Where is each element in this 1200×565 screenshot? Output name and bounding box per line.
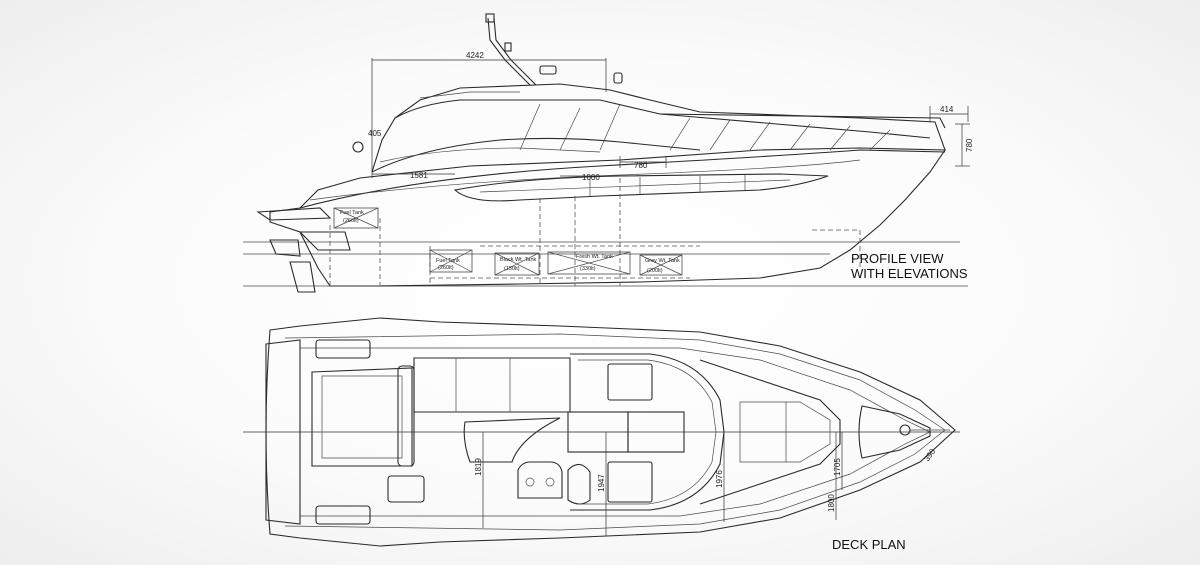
helm-seat-knob-2	[545, 477, 555, 487]
grey-water-tank-capacity: (200lt)	[647, 268, 663, 274]
hull-outline	[269, 147, 947, 287]
bulkhead-lines	[329, 178, 621, 286]
fresh-water-tank-capacity: (330lt)	[580, 266, 596, 272]
fresh-water-tank: Fresh Wt. Tank (330lt)	[547, 251, 631, 275]
aft-sunpad	[311, 367, 413, 467]
dimension-405: 405	[368, 129, 382, 138]
windshield-inner	[578, 359, 717, 505]
radar-arch-inner	[493, 17, 537, 86]
dimension-cabin: 405 1581 1000 780	[368, 129, 667, 182]
anchor-locker	[858, 405, 931, 459]
helm-chair	[567, 463, 591, 505]
fuel-tank-capacity: (260lt)	[438, 265, 454, 271]
black-water-tank-capacity: (150lt)	[504, 266, 520, 272]
aft-sunpad-cushion	[321, 375, 403, 459]
dimension-1705: 1705	[833, 458, 842, 476]
transom-block	[298, 231, 351, 251]
foredeck-cushion	[739, 401, 831, 463]
hull-window-line	[479, 179, 791, 193]
dimension-414: 414	[940, 105, 954, 114]
dimension-1581: 1581	[410, 171, 428, 180]
port-hatch	[607, 363, 653, 401]
companionway	[627, 411, 685, 453]
outboard-bracket	[269, 239, 301, 257]
aft-bench-back	[397, 365, 415, 467]
tank-bay-lines	[430, 245, 700, 279]
superstructure	[371, 83, 946, 173]
hardtop-edge	[394, 99, 931, 139]
hull-window-band	[453, 173, 829, 202]
deck-swim-platform	[265, 339, 301, 525]
fuel-tank-aft-capacity: (266lt)	[343, 218, 359, 224]
mast-light	[485, 13, 495, 23]
radar-arch	[487, 17, 531, 86]
dimension-bow-offset: 414	[929, 105, 969, 122]
cockpit-hatch	[387, 475, 425, 503]
cabin-sweep	[371, 137, 701, 173]
bow-locker-line	[812, 229, 861, 270]
starboard-hatch	[607, 461, 653, 503]
grey-water-tank: Grey Wt. Tank (200lt)	[639, 254, 683, 276]
windshield-frames	[419, 91, 621, 151]
cabin-sweep-inner	[379, 147, 601, 163]
radome	[539, 65, 557, 75]
stern-locker-port	[315, 339, 371, 359]
profile-view-title: PROFILE VIEW	[851, 251, 944, 266]
bow-rail	[659, 113, 946, 129]
black-water-tank: Black Wt. Tank (150lt)	[494, 252, 540, 276]
rub-rail	[309, 159, 861, 201]
bow-rail-stanchions	[669, 117, 891, 151]
arch-light	[504, 42, 512, 52]
helm-seat	[517, 461, 563, 499]
dimension-1800: 1800	[827, 494, 836, 512]
fresh-water-tank-name: Fresh Wt. Tank	[576, 254, 613, 260]
outboard-engine	[289, 261, 316, 293]
dimension-780: 780	[634, 161, 648, 170]
dimension-overall-top: 4242	[371, 51, 607, 178]
windlass-icon	[899, 424, 911, 436]
dimension-bow-height: 780	[955, 123, 974, 167]
black-water-tank-name: Black Wt. Tank	[500, 257, 537, 263]
fuel-tank-aft: Fuel Tank (266lt)	[333, 207, 379, 229]
foredeck-sunpad	[699, 359, 841, 505]
dimension-1947: 1947	[597, 474, 606, 492]
dimension-1000: 1000	[582, 173, 600, 182]
stern-locker-starboard	[315, 505, 371, 525]
sheer-line	[299, 149, 946, 209]
dimension-4242: 4242	[466, 51, 484, 60]
masthead-light	[613, 72, 623, 84]
hull-window-mullions	[589, 175, 746, 196]
helm-seat-knob-1	[525, 477, 535, 487]
grey-water-tank-name: Grey Wt. Tank	[645, 258, 680, 264]
fuel-tank-aft-name: Fuel Tank	[340, 210, 364, 216]
profile-view-subtitle: WITH ELEVATIONS	[851, 266, 968, 281]
antenna-mount	[352, 141, 364, 153]
dimension-1976: 1976	[715, 470, 724, 488]
deck-plan-title: DECK PLAN	[832, 537, 906, 552]
cockpit-table	[463, 417, 561, 463]
profile-view: Fuel Tank (266lt) Fuel Tank (260lt) Blac…	[243, 13, 974, 293]
deck-plan: 1819 1947 1976 1705 1800 390 DECK PLAN	[243, 317, 960, 552]
dimension-780-vertical: 780	[965, 138, 974, 152]
fuel-tank: Fuel Tank (260lt)	[429, 249, 473, 273]
fuel-tank-name: Fuel Tank	[436, 258, 460, 264]
swim-platform	[256, 207, 332, 221]
dimension-390: 390	[922, 447, 937, 464]
cockpit-settee	[413, 357, 571, 413]
dimension-1819: 1819	[474, 458, 483, 476]
